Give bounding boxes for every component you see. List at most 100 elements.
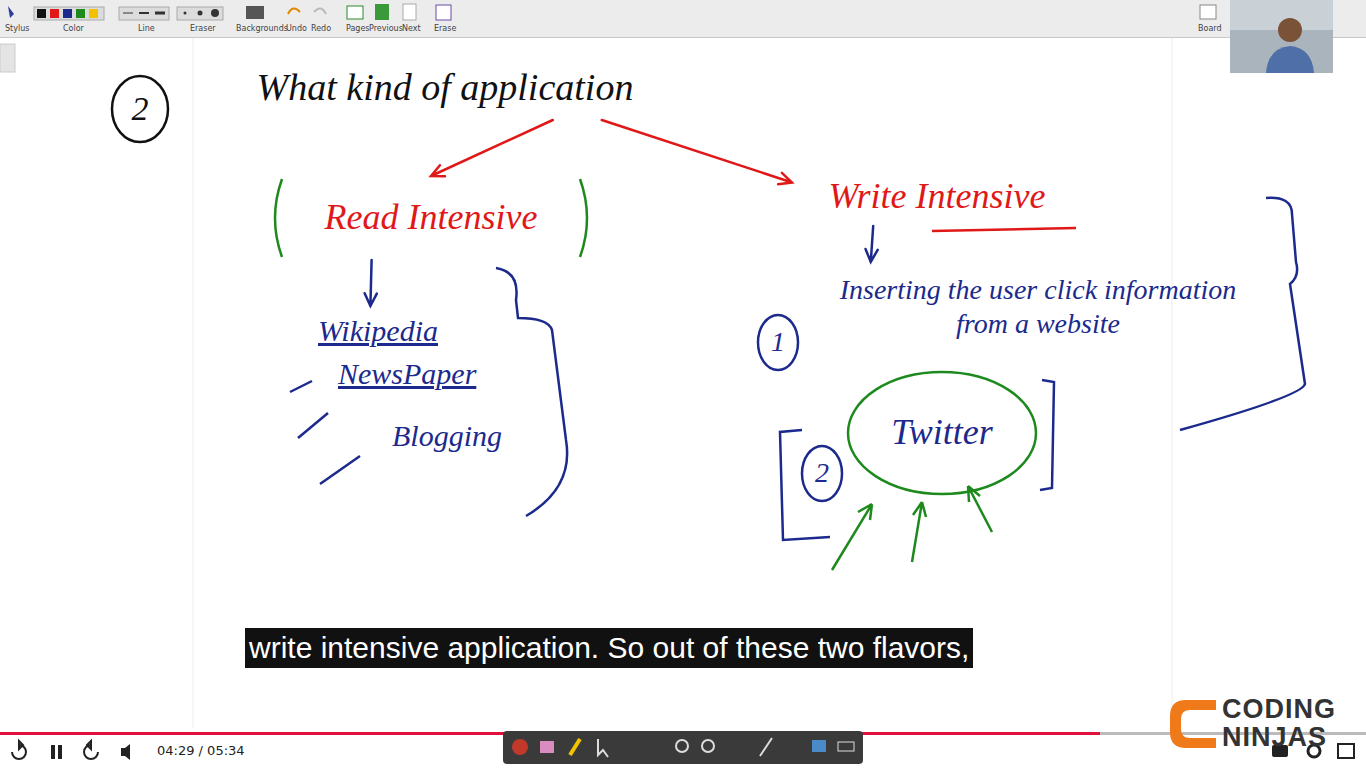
check-mark <box>298 413 328 438</box>
node-text: Inserting the user click information fro… <box>818 273 1258 340</box>
line-picker <box>119 7 169 20</box>
pen-toolbar <box>503 731 863 764</box>
toolbar-label: Pages <box>346 24 370 34</box>
color-swatch <box>89 9 98 18</box>
line-tool <box>760 738 772 756</box>
subtitle-caption: write intensive application. So out of t… <box>245 628 973 668</box>
eraser-dot <box>211 9 219 17</box>
pages-icon <box>347 6 363 19</box>
presenter-shirt <box>1266 46 1314 73</box>
toolbar-band <box>0 0 1366 37</box>
pointer-arrow <box>832 504 872 570</box>
toolbar-label: Erase <box>434 24 456 34</box>
color-swatch <box>50 9 59 18</box>
forward-icon <box>84 741 98 759</box>
zoom-tool <box>676 740 688 752</box>
pointer-tool <box>598 739 608 757</box>
zoom-tool <box>702 740 714 752</box>
color-swatch <box>76 9 85 18</box>
category-node: Read Intensive <box>266 176 596 260</box>
arrow-connector <box>431 120 553 176</box>
board-margin <box>1172 38 1173 728</box>
panel-tool <box>838 742 854 751</box>
node-text: Write Intensive <box>829 175 1046 218</box>
backgrounds-icon <box>246 6 264 19</box>
example-node: Inserting the user click information fro… <box>812 262 1264 352</box>
previous-icon <box>375 4 389 20</box>
line-sample <box>155 12 165 15</box>
rewind-icon <box>12 741 26 759</box>
toolbar-label: Stylus <box>5 24 29 34</box>
screen-tool <box>812 740 826 752</box>
erase-icon <box>436 5 451 20</box>
pointer-arrow <box>968 486 992 532</box>
node-text: 2 <box>815 456 829 490</box>
toolbar-label: Next <box>402 24 421 34</box>
arrow-connector <box>365 260 377 306</box>
webcam-frame <box>1230 0 1333 73</box>
check-mark <box>320 456 360 484</box>
logo-mark <box>1170 700 1216 748</box>
line-sample <box>139 12 149 14</box>
color-palette <box>34 7 104 20</box>
eraser-dot <box>184 12 187 15</box>
node-text: What kind of application <box>257 65 634 111</box>
heading-node: What kind of application <box>200 56 690 120</box>
toolbar-label: Previous <box>369 24 403 34</box>
example-text: NewsPaper <box>338 356 476 392</box>
callout-circle: 2 <box>800 444 844 503</box>
category-node: Write Intensive <box>792 168 1082 226</box>
node-text: 1 <box>771 325 785 359</box>
toolbar-label: Color <box>63 24 84 34</box>
toolbar-label: Line <box>138 24 155 34</box>
board-icon <box>1200 5 1216 19</box>
outline-stroke <box>802 446 842 501</box>
pause-bar <box>51 745 55 759</box>
time-display: 04:29 / 05:34 <box>157 743 245 759</box>
group-brace <box>496 268 567 516</box>
callout-circle: 2 <box>110 74 170 144</box>
highlighter-tool <box>570 739 580 755</box>
presenter-head <box>1278 18 1302 42</box>
highlight-ellipse: Twitter <box>846 370 1038 496</box>
eraser-dot <box>198 11 203 16</box>
eraser-picker <box>177 7 223 20</box>
toolbar-border <box>0 37 1366 38</box>
outline-stroke <box>275 179 587 257</box>
node-text: Read Intensive <box>325 196 538 239</box>
callout-circle: 1 <box>756 313 800 372</box>
pause-bar <box>58 745 62 759</box>
pen-tool <box>512 739 528 755</box>
logo-text: NINJAS <box>1222 721 1327 753</box>
eraser-tool <box>540 741 554 753</box>
pointer-arrow <box>912 502 926 562</box>
node-text: 2 <box>132 89 149 130</box>
next-icon <box>403 4 416 20</box>
line-sample <box>123 13 133 14</box>
node-text: Twitter <box>891 411 992 454</box>
arrow-connector <box>866 226 878 262</box>
side-tab <box>0 44 15 72</box>
group-brace <box>1180 198 1305 430</box>
node-text: Wikipedia <box>318 313 438 349</box>
underline-stroke <box>932 228 1076 231</box>
group-bracket <box>1040 380 1054 490</box>
volume-icon <box>121 744 130 760</box>
example-node: Wikipedia <box>302 306 454 356</box>
color-swatch <box>37 9 46 18</box>
toolbar-label: Undo <box>286 24 307 34</box>
logo-text: CODING <box>1222 693 1336 725</box>
board-margin <box>193 38 194 728</box>
toolbar-label: Backgrounds <box>236 24 288 34</box>
stylus-icon <box>8 6 14 18</box>
outline-stroke <box>758 315 798 370</box>
toolbar-label: Board <box>1198 24 1222 34</box>
undo-icon <box>288 8 300 14</box>
redo-icon <box>314 8 326 14</box>
fullscreen-icon <box>1338 744 1354 758</box>
toolbar-label: Eraser <box>190 24 216 34</box>
color-swatch <box>63 9 72 18</box>
arrow-connector <box>602 120 792 184</box>
toolbar-label: Redo <box>311 24 331 34</box>
